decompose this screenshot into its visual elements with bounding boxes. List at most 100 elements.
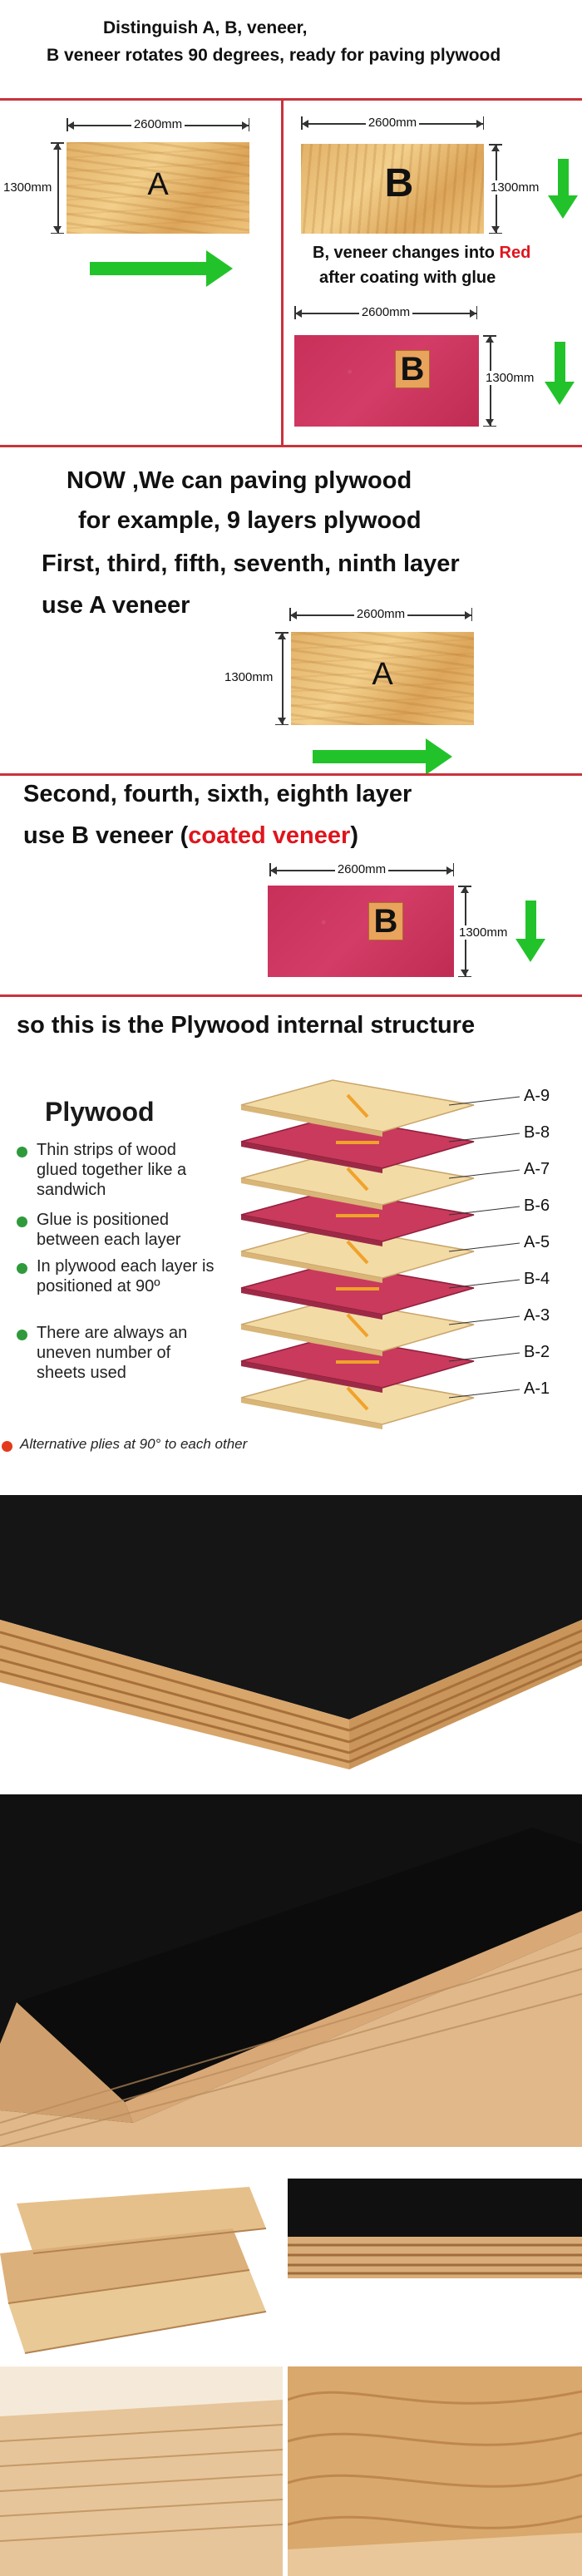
grain-direction-arrow-icon	[346, 1386, 369, 1411]
paving-line-1: NOW ,We can paving plywood	[67, 467, 412, 494]
ply-layer-edge	[241, 1325, 382, 1356]
layer-leader-line	[448, 1096, 520, 1106]
coated-veneer-emphasis: coated veneer	[188, 822, 351, 849]
width-dimension-b: 2600mm	[301, 116, 484, 131]
right-arrow-icon	[90, 250, 233, 287]
height-label-paving-b: 1300mm	[459, 925, 508, 940]
grain-direction-arrow-icon	[346, 1167, 369, 1192]
paving-a-letter: A	[372, 657, 393, 692]
height-label-a: 1300mm	[3, 180, 52, 195]
down-arrow-icon	[548, 159, 578, 219]
bullet-icon	[17, 1263, 27, 1274]
divider	[0, 445, 582, 447]
ply-layer-edge	[241, 1288, 382, 1320]
bullet-1: Thin strips of wood glued together like …	[37, 1141, 187, 1199]
vertical-divider	[281, 101, 284, 445]
header-line-2: B veneer rotates 90 degrees, ready for p…	[47, 46, 501, 65]
layer-label-a-3: A-3	[524, 1306, 550, 1325]
veneer-b-sheet	[301, 144, 484, 234]
ply-layer-edge	[241, 1398, 382, 1429]
structure-title: so this is the Plywood internal structur…	[17, 1012, 476, 1039]
photo-film-faced-edge	[288, 2179, 582, 2360]
bullet-4: There are always an uneven number of she…	[37, 1324, 188, 1382]
height-dimension-a	[50, 142, 65, 234]
veneer-b-letter: B	[384, 161, 414, 205]
layer-leader-line	[448, 1169, 520, 1179]
bullet-icon	[17, 1147, 27, 1157]
paving-line-3: First, third, fifth, seventh, ninth laye…	[42, 550, 460, 577]
paving-a-sheet	[291, 632, 474, 725]
ply-layer-edge	[241, 1251, 382, 1283]
layer-leader-line	[448, 1206, 520, 1216]
paving-section: NOW ,We can paving plywood for example, …	[0, 447, 582, 773]
bullet-3: In plywood each layer is positioned at 9…	[37, 1257, 215, 1295]
ply-layer-edge	[241, 1105, 382, 1137]
diagram-title: Plywood	[45, 1097, 155, 1127]
height-label-paving-a: 1300mm	[224, 670, 274, 684]
red-word: Red	[499, 244, 531, 262]
bullet-2: Glue is positioned between each layer	[37, 1211, 181, 1249]
layer-label-a-1: A-1	[524, 1379, 550, 1398]
grain-direction-arrow-icon	[346, 1240, 369, 1265]
ply-layer-edge	[241, 1178, 382, 1210]
layer-leader-line	[448, 1242, 520, 1252]
b-layers-line-1: Second, fourth, sixth, eighth layer	[23, 781, 412, 807]
photo-plywood-pile	[0, 2366, 283, 2576]
layer-label-b-8: B-8	[524, 1123, 550, 1142]
layer-leader-line	[448, 1389, 520, 1399]
ab-comparison-section: 2600mm 1300mm A 2600mm B 1300mm B, venee…	[0, 101, 582, 445]
bullet-icon	[17, 1216, 27, 1227]
layer-label-b-2: B-2	[524, 1343, 550, 1361]
b-layers-line-2: use B veneer (coated veneer)	[23, 822, 358, 849]
height-dimension-paving-a	[274, 632, 289, 725]
bullet-icon	[17, 1330, 27, 1340]
paving-b-sheet	[268, 886, 454, 977]
down-arrow-icon	[545, 342, 575, 405]
width-dimension-paving-a: 2600mm	[289, 607, 472, 622]
paving-line-4: use A veneer	[42, 592, 190, 619]
grain-direction-arrow-icon	[346, 1093, 369, 1118]
layer-label-a-5: A-5	[524, 1233, 550, 1251]
photo-film-faced-plywood-corner	[0, 1495, 582, 1788]
width-dimension-coated: 2600mm	[294, 305, 477, 320]
height-label-coated: 1300mm	[486, 371, 535, 385]
structure-footnote: Alternative plies at 90° to each other	[20, 1436, 248, 1452]
veneer-a-letter: A	[147, 167, 169, 202]
photo-plywood-sheets	[0, 2179, 283, 2360]
header-line-1: Distinguish A, B, veneer,	[103, 18, 308, 37]
layer-leader-line	[448, 1279, 520, 1289]
down-arrow-icon	[515, 901, 545, 962]
coating-note-line-1: B, veneer changes into Red	[313, 244, 531, 262]
photo-plywood-stack	[0, 1794, 582, 2147]
layer-label-a-7: A-7	[524, 1160, 550, 1178]
ply-layer-edge	[241, 1142, 382, 1173]
layer-leader-line	[448, 1352, 520, 1362]
right-arrow-icon	[313, 738, 452, 773]
coating-note-line-2: after coating with glue	[319, 269, 496, 287]
width-dimension-a: 2600mm	[67, 117, 249, 132]
plywood-layer-diagram	[240, 1079, 520, 1429]
layer-label-b-4: B-4	[524, 1270, 550, 1288]
divider	[0, 773, 582, 776]
footnote-icon	[2, 1441, 12, 1452]
paving-b-letter: B	[368, 902, 403, 940]
height-label-b: 1300mm	[491, 180, 540, 195]
layer-leader-line	[448, 1315, 520, 1325]
coated-veneer-letter: B	[395, 350, 430, 388]
layer-label-a-9: A-9	[524, 1087, 550, 1105]
structure-section: so this is the Plywood internal structur…	[0, 997, 582, 1493]
ply-layer-edge	[241, 1361, 382, 1393]
header-section: Distinguish A, B, veneer, B veneer rotat…	[0, 0, 582, 98]
grain-direction-arrow-icon	[346, 1313, 369, 1338]
width-dimension-paving-b: 2600mm	[269, 862, 454, 877]
veneer-a-sheet	[67, 142, 249, 234]
layer-leader-line	[448, 1133, 520, 1142]
divider	[0, 994, 582, 997]
coated-veneer-sheet	[294, 335, 479, 427]
layer-label-b-6: B-6	[524, 1197, 550, 1215]
paving-line-2: for example, 9 layers plywood	[78, 507, 422, 534]
ply-layer-edge	[241, 1215, 382, 1246]
divider	[0, 98, 582, 101]
photo-plywood-surface	[288, 2366, 582, 2576]
b-layers-section: Second, fourth, sixth, eighth layer use …	[0, 776, 582, 994]
